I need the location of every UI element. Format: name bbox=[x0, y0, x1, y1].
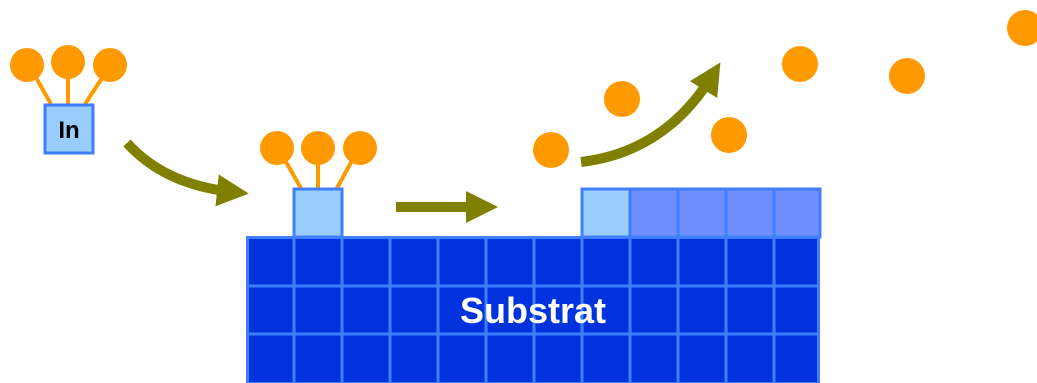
curved-arrow-icon bbox=[123, 139, 249, 207]
film-layer bbox=[580, 187, 822, 239]
adsorbed-atom bbox=[292, 187, 344, 239]
substrate-grid bbox=[246, 236, 820, 383]
ligand-ball bbox=[711, 117, 747, 153]
precursor-atom bbox=[43, 103, 95, 155]
film-cell-4 bbox=[724, 187, 776, 239]
ligand-ball bbox=[604, 81, 640, 117]
film-cell-5 bbox=[772, 187, 822, 239]
film-cell-1 bbox=[580, 187, 632, 239]
film-cell-3 bbox=[676, 187, 728, 239]
ligand-ball bbox=[343, 131, 377, 165]
substrate: Substrat bbox=[246, 236, 820, 383]
ligand-ball bbox=[260, 131, 294, 165]
desorbed-ligands bbox=[533, 10, 1037, 168]
ligand-ball bbox=[93, 48, 127, 82]
ligand-ball bbox=[1007, 10, 1037, 46]
arrows bbox=[123, 62, 721, 224]
adsorbed-molecule bbox=[260, 131, 377, 239]
ligand-ball bbox=[51, 45, 85, 79]
ligand-ball bbox=[889, 58, 925, 94]
curved-arrow-icon bbox=[580, 62, 721, 167]
film-cell-2 bbox=[628, 187, 680, 239]
substrate-label: Substrat bbox=[460, 290, 606, 331]
ligand-ball bbox=[533, 132, 569, 168]
precursor-molecule: In bbox=[10, 45, 127, 155]
ligand-ball bbox=[782, 46, 818, 82]
ligand-ball bbox=[301, 131, 335, 165]
ligand-ball bbox=[10, 48, 44, 82]
precursor-atom-label: In bbox=[58, 117, 79, 144]
